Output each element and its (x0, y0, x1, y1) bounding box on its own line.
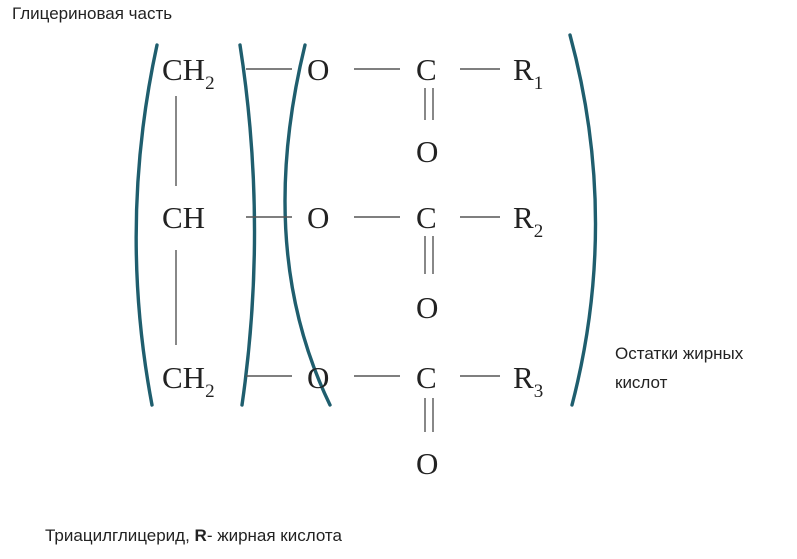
caption-prefix: Триацилглицерид, (45, 526, 195, 545)
oxygen-row1: O (307, 52, 329, 87)
r3: R3 (513, 360, 543, 402)
glycerol-left-bracket (134, 43, 159, 407)
r2: R2 (513, 200, 543, 242)
acids-right-bracket (568, 33, 598, 407)
ch2-top: CH2 (162, 52, 215, 94)
caption-r: R (194, 526, 207, 545)
ch-middle: CH (162, 200, 205, 235)
acids-left-bracket (283, 43, 332, 407)
r1: R1 (513, 52, 543, 94)
carbonyl-oxygen-row3: O (416, 446, 438, 481)
carbonyl-oxygen-row1: O (416, 134, 438, 169)
carbon-row2: C (416, 200, 437, 235)
glycerol-right-bracket (238, 43, 257, 407)
fatty-acid-residues-label: Остатки жирных кислот (615, 344, 744, 392)
oxygen-row3: O (307, 360, 329, 395)
ch2-bottom: CH2 (162, 360, 215, 402)
caption-suffix: - жирная кислота (206, 526, 342, 545)
carbonyl-oxygen-row2: O (416, 290, 438, 325)
carbon-row1: C (416, 52, 437, 87)
caption: Триацилглицерид, R- жирная кислота (45, 526, 342, 546)
glycerol-part-label: Глицериновая часть (12, 4, 173, 23)
oxygen-row2: O (307, 200, 329, 235)
carbon-row3: C (416, 360, 437, 395)
